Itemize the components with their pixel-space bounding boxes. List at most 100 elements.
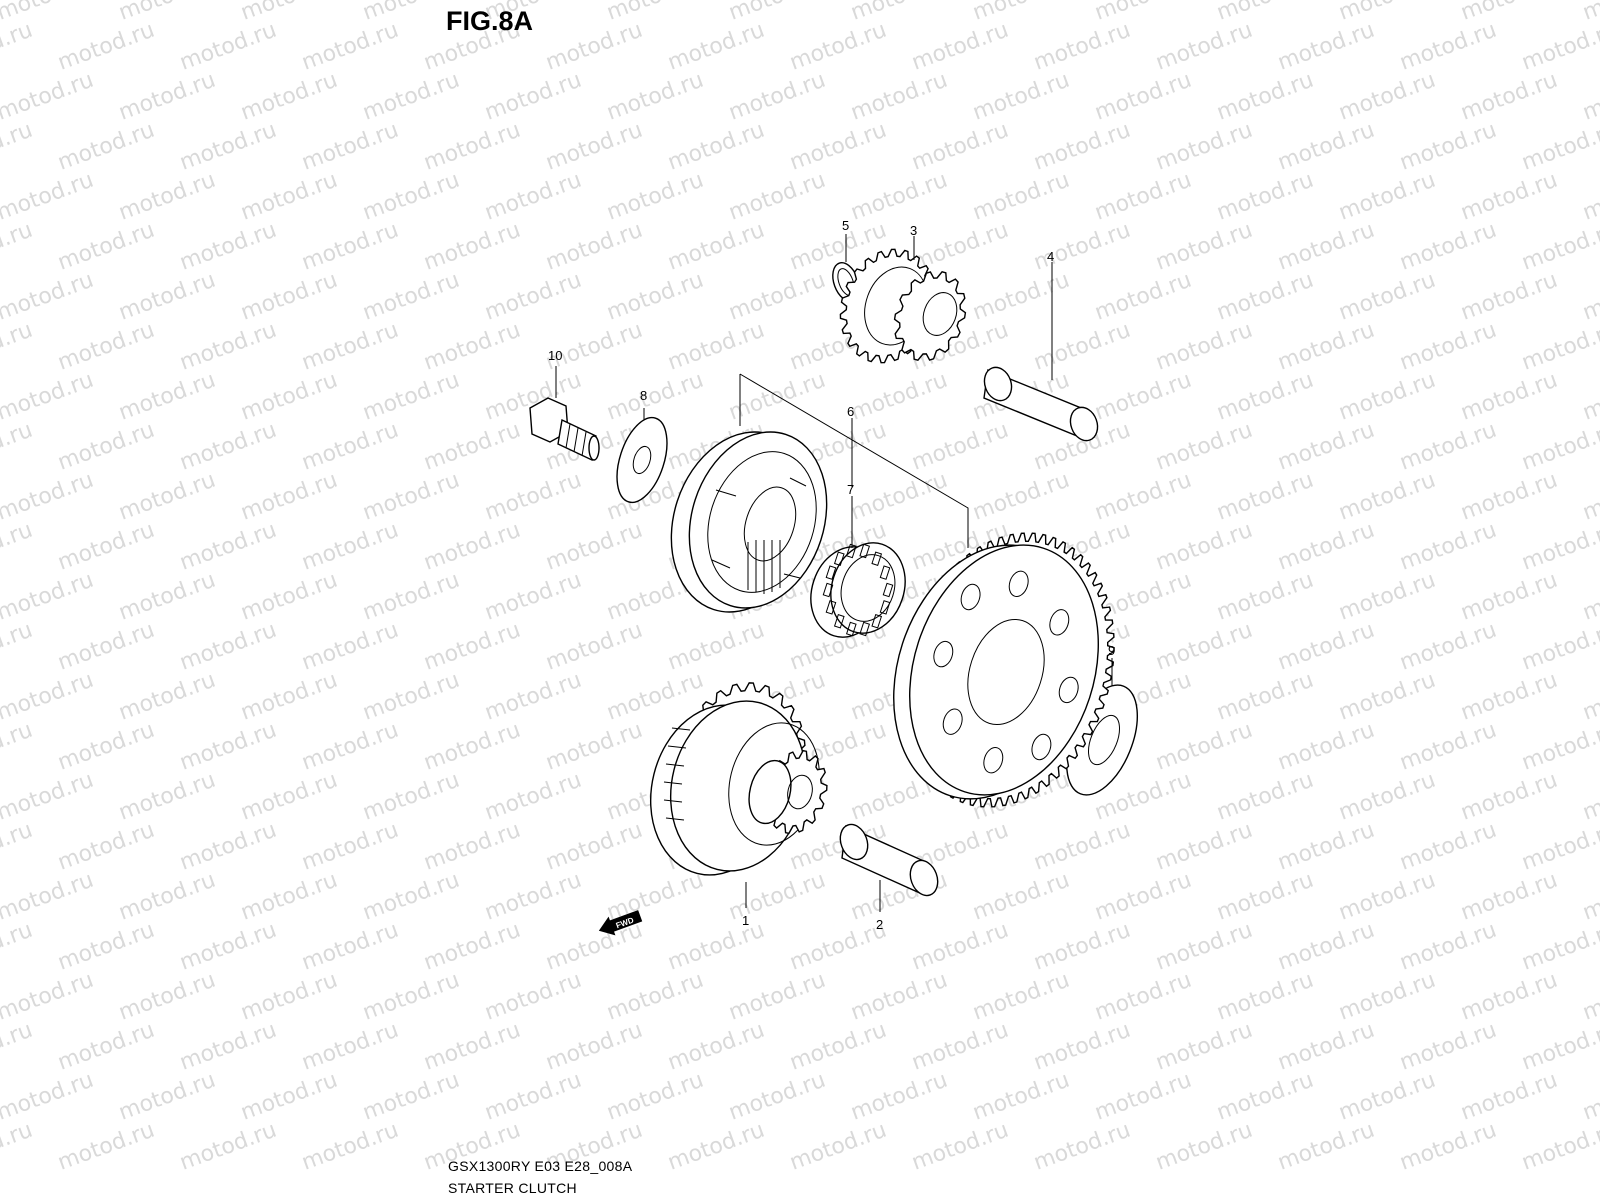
watermark-text: motod.ru xyxy=(1397,318,1500,376)
watermark-text: motod.ru xyxy=(848,168,951,226)
watermark-text: motod.ru xyxy=(1031,818,1134,876)
watermark-text: motod.ru xyxy=(360,468,463,526)
watermark-text: motod.ru xyxy=(1153,18,1256,76)
watermark-text: motod.ru xyxy=(299,818,402,876)
watermark-text: motod.ru xyxy=(848,1068,951,1126)
watermark-text: motod.ru xyxy=(665,318,768,376)
figure-title: FIG.8A xyxy=(446,6,533,36)
callout-9: 9 xyxy=(1108,643,1115,658)
watermark-text: motod.ru xyxy=(238,968,341,1026)
watermark-text: motod.ru xyxy=(1153,1118,1256,1176)
watermark-text: motod.ru xyxy=(848,468,951,526)
watermark-text: motod.ru xyxy=(0,418,36,476)
watermark-text: motod.ru xyxy=(1275,118,1378,176)
watermark-text: motod.ru xyxy=(360,68,463,126)
watermark-text: motod.ru xyxy=(360,1068,463,1126)
watermark-text: motod.ru xyxy=(909,118,1012,176)
assembly-bracket xyxy=(739,373,969,548)
watermark-text: motod.ru xyxy=(665,918,768,976)
watermark-text: motod.ru xyxy=(238,868,341,926)
watermark-text: motod.ru xyxy=(1519,918,1600,976)
watermark-text: motod.ru xyxy=(1397,18,1500,76)
watermark-text: motod.ru xyxy=(1031,1018,1134,1076)
watermark-text: motod.ru xyxy=(970,868,1073,926)
watermark-text: motod.ru xyxy=(1458,168,1561,226)
watermark-text: motod.ru xyxy=(177,718,280,776)
watermark-text: motod.ru xyxy=(1580,768,1600,826)
watermark-text: motod.ru xyxy=(1336,268,1439,326)
watermark-text: motod.ru xyxy=(909,918,1012,976)
watermark-text: motod.ru xyxy=(116,568,219,626)
watermark-text: motod.ru xyxy=(1275,1118,1378,1176)
watermark-text: motod.ru xyxy=(482,568,585,626)
watermark-text: motod.ru xyxy=(543,618,646,676)
watermark-text: motod.ru xyxy=(1458,268,1561,326)
watermark-text: motod.ru xyxy=(482,168,585,226)
watermark-text: motod.ru xyxy=(55,1018,158,1076)
part-10-bolt xyxy=(529,397,600,462)
watermark-text: motod.ru xyxy=(0,818,36,876)
watermark-text: motod.ru xyxy=(299,318,402,376)
watermark-text: motod.ru xyxy=(1275,618,1378,676)
watermark-text: motod.ru xyxy=(0,1068,97,1126)
watermark-text: motod.ru xyxy=(0,768,97,826)
watermark-text: motod.ru xyxy=(238,168,341,226)
watermark-text: motod.ru xyxy=(299,618,402,676)
watermark-text: motod.ru xyxy=(482,768,585,826)
watermark-text: motod.ru xyxy=(1336,668,1439,726)
watermark-text: motod.ru xyxy=(360,268,463,326)
watermark-text: motod.ru xyxy=(177,518,280,576)
watermark-text: motod.ru xyxy=(1275,818,1378,876)
starter-driven-gear xyxy=(893,532,1115,808)
watermark-text: motod.ru xyxy=(1397,1118,1500,1176)
watermark-text: motod.ru xyxy=(1580,0,1600,26)
watermark-text: motod.ru xyxy=(970,0,1073,26)
watermark-text: motod.ru xyxy=(421,1018,524,1076)
watermark-text: motod.ru xyxy=(1458,868,1561,926)
watermark-text: motod.ru xyxy=(604,968,707,1026)
watermark-text: motod.ru xyxy=(1153,218,1256,276)
watermark-text: motod.ru xyxy=(1153,618,1256,676)
watermark-text: motod.ru xyxy=(116,868,219,926)
watermark-text: motod.ru xyxy=(116,668,219,726)
watermark-text: motod.ru xyxy=(55,118,158,176)
watermark-text: motod.ru xyxy=(787,118,890,176)
watermark-text: motod.ru xyxy=(543,518,646,576)
watermark-text: motod.ru xyxy=(1092,368,1195,426)
watermark-text: motod.ru xyxy=(604,68,707,126)
watermark-text: motod.ru xyxy=(360,368,463,426)
watermark-text: motod.ru xyxy=(604,1068,707,1126)
watermark-text: motod.ru xyxy=(970,268,1073,326)
watermark-text: motod.ru xyxy=(1397,818,1500,876)
watermark-text: motod.ru xyxy=(1458,768,1561,826)
watermark-text: motod.ru xyxy=(0,618,36,676)
watermark-text: motod.ru xyxy=(1580,968,1600,1026)
watermark-text: motod.ru xyxy=(116,0,219,26)
watermark-text: motod.ru xyxy=(299,18,402,76)
callout-2: 2 xyxy=(876,917,883,932)
watermark-text: motod.ru xyxy=(0,518,36,576)
watermark-text: motod.ru xyxy=(55,318,158,376)
watermark-text: motod.ru xyxy=(1580,868,1600,926)
watermark-text: motod.ru xyxy=(1397,118,1500,176)
watermark-text: motod.ru xyxy=(1214,0,1317,26)
watermark-text: motod.ru xyxy=(1519,1018,1600,1076)
watermark-text: motod.ru xyxy=(0,918,36,976)
watermark-text: motod.ru xyxy=(116,168,219,226)
watermark-text: motod.ru xyxy=(1092,468,1195,526)
watermark-text: motod.ru xyxy=(0,218,36,276)
watermark-text: motod.ru xyxy=(116,1068,219,1126)
watermark-text: motod.ru xyxy=(238,568,341,626)
watermark-text: motod.ru xyxy=(238,1068,341,1126)
callout-3: 3 xyxy=(910,223,917,238)
watermark-text: motod.ru xyxy=(55,418,158,476)
watermark-text: motod.ru xyxy=(1031,18,1134,76)
watermark-text: motod.ru xyxy=(1031,218,1134,276)
watermark-text: motod.ru xyxy=(421,618,524,676)
watermark-text: motod.ru xyxy=(177,18,280,76)
watermark-text: motod.ru xyxy=(787,1118,890,1176)
watermark-text: motod.ru xyxy=(55,218,158,276)
watermark-text: motod.ru xyxy=(1092,968,1195,1026)
watermark-text: motod.ru xyxy=(1031,918,1134,976)
